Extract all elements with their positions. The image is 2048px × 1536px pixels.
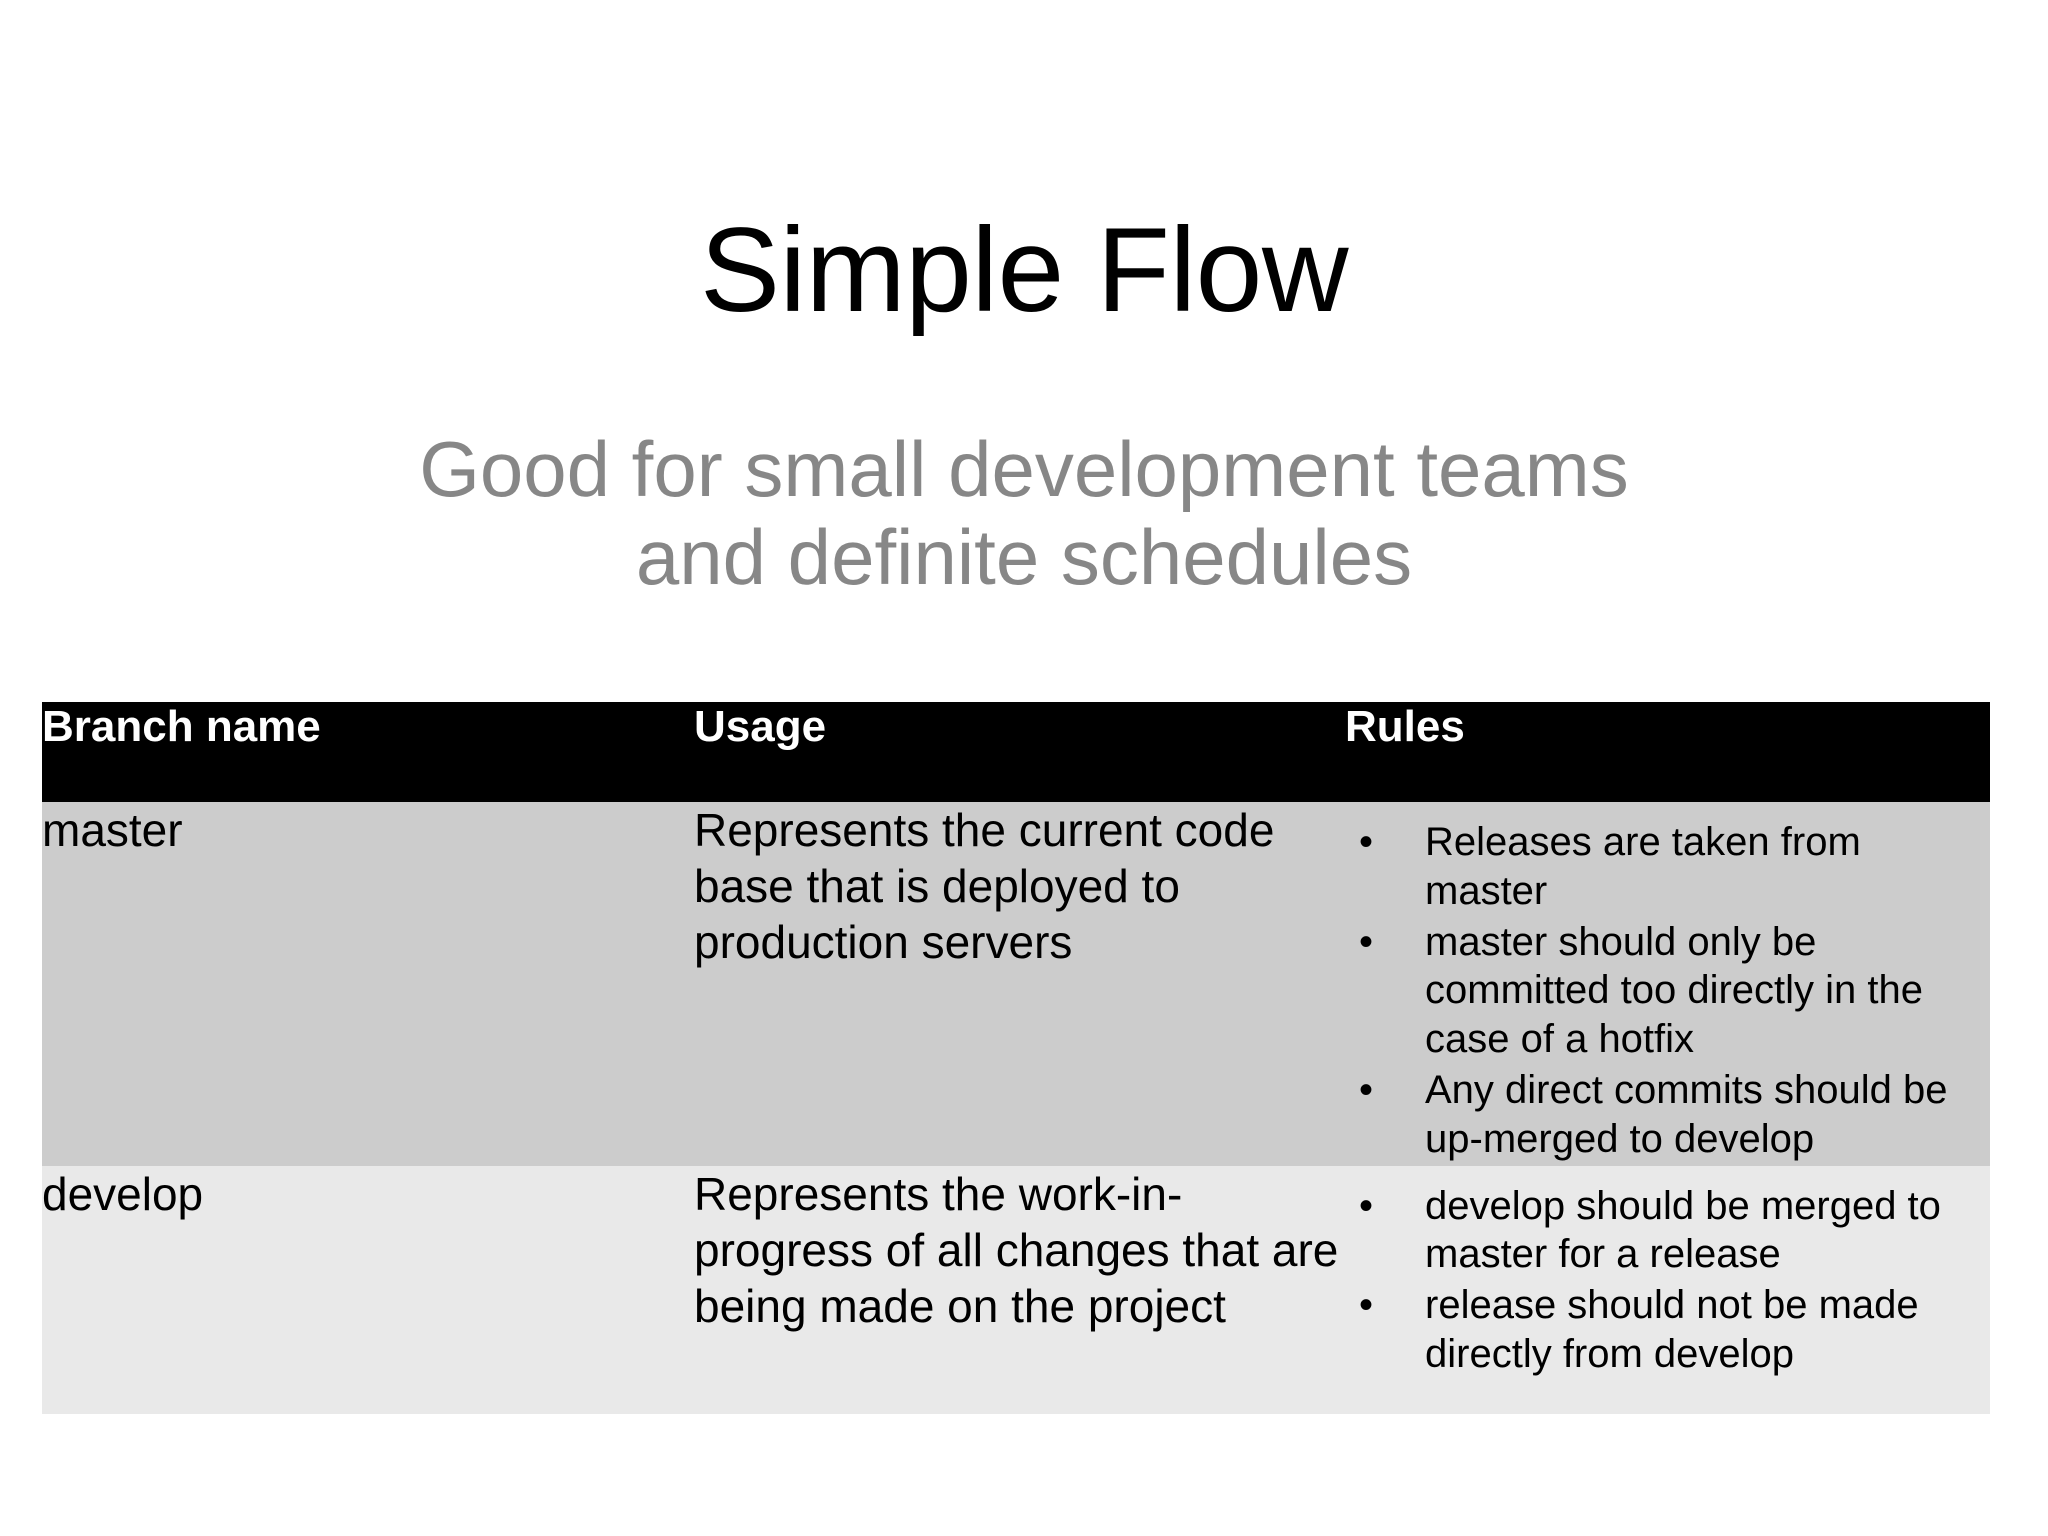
cell-usage-master: Represents the current code base that is…: [694, 802, 1345, 1166]
cell-usage-develop: Represents the work-in-progress of all c…: [694, 1165, 1345, 1414]
page-subtitle: Good for small development teams and def…: [0, 425, 2048, 601]
cell-branch-name-master: master: [42, 802, 694, 1166]
list-item: • Any direct commits should be up-merged…: [1353, 1066, 1990, 1164]
rule-text: Releases are taken from master: [1425, 820, 1861, 913]
table-row: master Represents the current code base …: [42, 802, 1990, 1166]
column-header-branch-name: Branch name: [42, 702, 694, 802]
subtitle-line-1: Good for small development teams: [419, 425, 1629, 513]
table-header: Branch name Usage Rules: [42, 702, 1990, 802]
list-item: • develop should be merged to master for…: [1353, 1182, 1990, 1280]
bullet-icon: •: [1359, 1067, 1374, 1112]
subtitle-line-2: and definite schedules: [635, 513, 1413, 602]
rules-list-develop: • develop should be merged to master for…: [1353, 1182, 1990, 1379]
cell-rules-master: • Releases are taken from master • maste…: [1345, 802, 1990, 1166]
table-row: develop Represents the work-in-progress …: [42, 1165, 1990, 1414]
rule-text: Any direct commits should be up-merged t…: [1425, 1067, 1948, 1161]
cell-rules-develop: • develop should be merged to master for…: [1345, 1165, 1990, 1414]
page-title: Simple Flow: [700, 203, 1349, 337]
list-item: • release should not be made directly fr…: [1353, 1281, 1990, 1379]
bullet-icon: •: [1359, 820, 1374, 864]
rules-list-master: • Releases are taken from master • maste…: [1353, 818, 1990, 1164]
cell-branch-name-develop: develop: [42, 1165, 694, 1414]
column-header-usage: Usage: [694, 702, 1345, 802]
branch-strategy-table: Branch name Usage Rules master Represent…: [42, 702, 1990, 1414]
rule-text: release should not be made directly from…: [1425, 1283, 1919, 1376]
column-header-rules: Rules: [1345, 702, 1990, 802]
list-item: • Releases are taken from master: [1353, 818, 1990, 916]
list-item: • master should only be committed too di…: [1353, 918, 1990, 1064]
table-header-row: Branch name Usage Rules: [42, 702, 1990, 802]
bullet-icon: •: [1359, 919, 1374, 964]
table-body: master Represents the current code base …: [42, 802, 1990, 1414]
rule-text: master should only be committed too dire…: [1425, 919, 1923, 1062]
bullet-icon: •: [1359, 1183, 1374, 1228]
rule-text: develop should be merged to master for a…: [1425, 1183, 1941, 1277]
bullet-icon: •: [1359, 1283, 1374, 1328]
